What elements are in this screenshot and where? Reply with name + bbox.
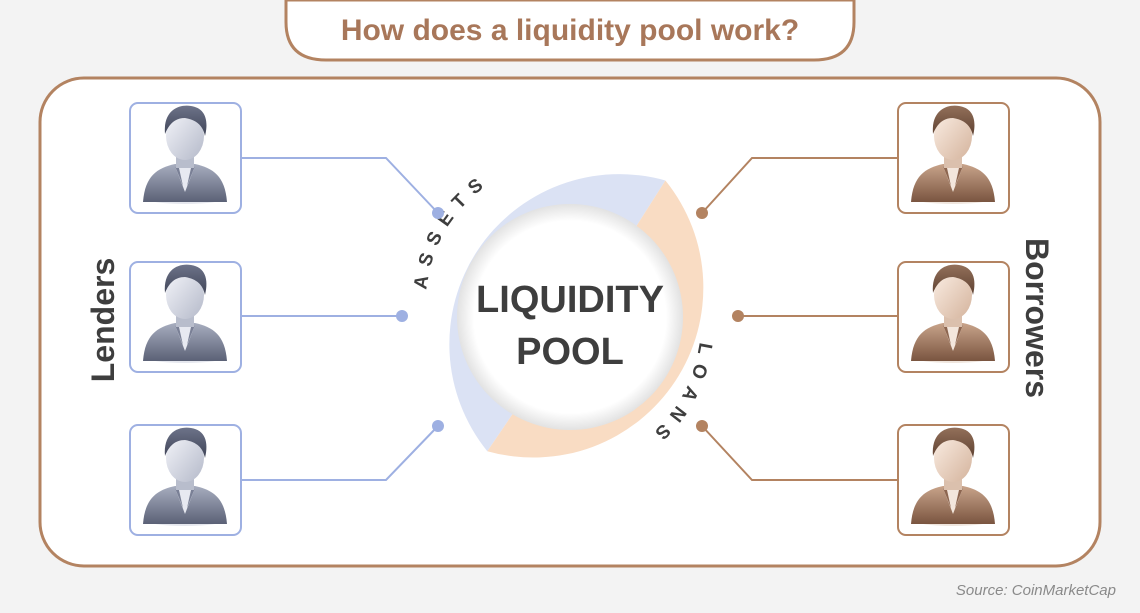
borrower-card bbox=[897, 424, 1010, 536]
borrower-card bbox=[897, 102, 1010, 214]
lender-card bbox=[129, 102, 242, 214]
borrower-connectors bbox=[701, 157, 898, 481]
borrower-card bbox=[897, 261, 1010, 373]
title-tab bbox=[284, 0, 856, 62]
center-line-2: POOL bbox=[516, 331, 624, 373]
lender-connectors bbox=[241, 157, 439, 481]
lenders-label: Lenders bbox=[85, 258, 121, 382]
pool-center bbox=[457, 204, 683, 430]
lender-dots bbox=[396, 207, 444, 432]
borrowers-group bbox=[897, 102, 1010, 536]
borrowers-label: Borrowers bbox=[1019, 238, 1055, 398]
liquidity-ring bbox=[449, 174, 704, 458]
center-line-1: LIQUIDITY bbox=[476, 279, 664, 321]
lender-card bbox=[129, 424, 242, 536]
diagram-title: How does a liquidity pool work? bbox=[341, 14, 799, 47]
source-caption: Source: CoinMarketCap bbox=[955, 582, 1116, 599]
borrower-dots bbox=[696, 207, 744, 432]
lender-card bbox=[129, 261, 242, 373]
lenders-group bbox=[129, 102, 242, 536]
